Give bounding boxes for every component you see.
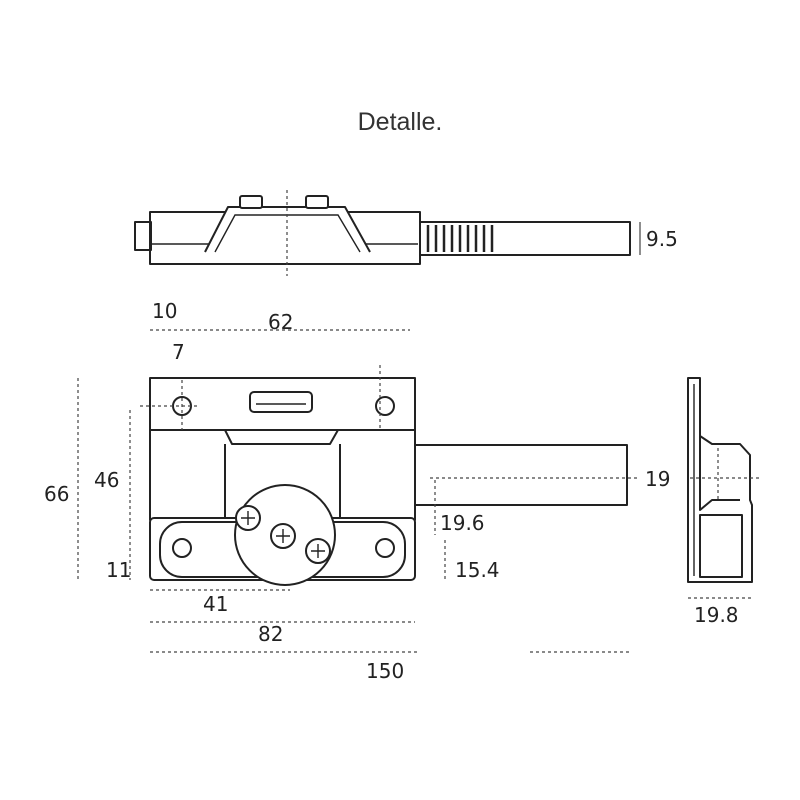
top-view-bracket	[204, 206, 371, 253]
dim-label-41: 41	[203, 592, 229, 616]
top-view-bolt	[419, 221, 631, 256]
dimension-lines	[77, 225, 752, 653]
dim-label-7: 7	[172, 340, 185, 364]
dim-label-19: 19	[645, 467, 671, 491]
top-view	[134, 190, 641, 276]
side-view	[687, 377, 762, 583]
front-view-bolt	[414, 444, 628, 506]
dim-label-46: 46	[94, 468, 120, 492]
front-view-slot	[249, 391, 313, 413]
side-view-handle	[699, 514, 743, 578]
top-view-end-cap	[134, 221, 152, 251]
top-view-screw-right	[305, 195, 329, 209]
dim-label-19-6: 19.6	[440, 511, 485, 535]
dim-label-150: 150	[366, 659, 405, 683]
dim-label-62: 62	[268, 310, 294, 334]
top-view-screw-left	[239, 195, 263, 209]
dim-label-19-8: 19.8	[694, 603, 739, 627]
side-view-outline	[687, 377, 753, 583]
front-view	[140, 365, 640, 586]
dim-label-82: 82	[258, 622, 284, 646]
top-view-knurl	[426, 225, 494, 252]
dim-label-9-5: 9.5	[646, 227, 678, 251]
dim-label-15-4: 15.4	[455, 558, 500, 582]
front-view-screws	[235, 505, 331, 564]
drawing-title: Detalle.	[357, 108, 443, 136]
dim-label-11: 11	[106, 558, 132, 582]
dim-label-66: 66	[44, 482, 70, 506]
front-view-hole-right	[375, 396, 395, 416]
dim-label-10: 10	[152, 299, 178, 323]
